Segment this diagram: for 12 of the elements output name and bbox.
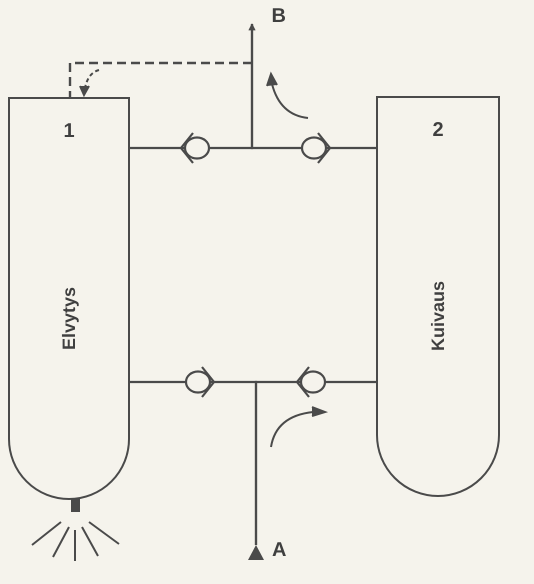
- port-label: A: [272, 540, 286, 560]
- port-label: B: [272, 6, 286, 26]
- inlet-arrowhead: [248, 545, 264, 560]
- pipe-line: [248, 23, 376, 150]
- tower-vessel: [8, 97, 130, 500]
- vessel-label: Elvytys: [60, 286, 78, 350]
- vessel-label: Kuivaus: [429, 281, 447, 352]
- vessel-number: 2: [431, 120, 445, 140]
- tower-vessel: [376, 96, 500, 497]
- pipe-line: [254, 380, 376, 545]
- dashed-pilot-line: [68, 62, 252, 97]
- vessel-number: 1: [62, 121, 76, 141]
